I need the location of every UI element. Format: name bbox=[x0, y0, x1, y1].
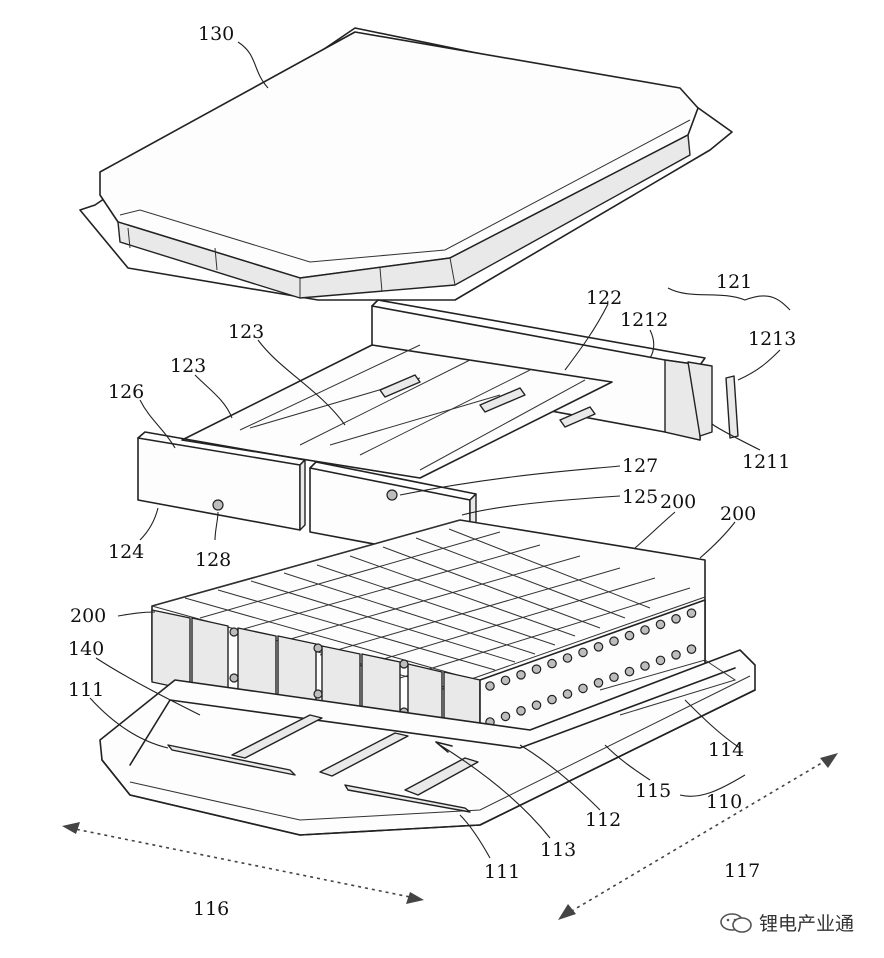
terminal-dot bbox=[399, 659, 409, 669]
terminal-dot bbox=[485, 681, 495, 691]
label-115: 115 bbox=[635, 780, 671, 802]
label-126: 126 bbox=[108, 381, 144, 403]
label-1213: 1213 bbox=[748, 328, 796, 350]
label-200-left: 200 bbox=[70, 605, 106, 627]
arrow-head-down bbox=[558, 904, 576, 920]
label-200-middle: 200 bbox=[660, 491, 696, 513]
label-125: 125 bbox=[622, 486, 658, 508]
terminal-dot bbox=[624, 630, 635, 641]
terminal-dot bbox=[593, 677, 604, 688]
direction-arrows bbox=[62, 753, 838, 920]
terminal-dot bbox=[547, 658, 557, 669]
terminal-dot bbox=[686, 644, 697, 654]
label-124: 124 bbox=[108, 541, 144, 563]
terminal-dot bbox=[531, 700, 542, 710]
wechat-icon bbox=[720, 912, 752, 933]
terminal-dot bbox=[686, 608, 697, 618]
terminal-dot bbox=[640, 625, 650, 635]
label-111-bottom: 111 bbox=[484, 861, 520, 883]
watermark-text: 锂电产业通 bbox=[758, 913, 854, 935]
terminal-dot bbox=[671, 649, 681, 660]
terminal-dot bbox=[229, 673, 239, 683]
terminal-dot bbox=[640, 661, 650, 671]
reference-labels: 130 121 122 1212 1213 123 123 126 127 12… bbox=[68, 23, 796, 920]
label-121: 121 bbox=[716, 271, 752, 293]
label-123-upper: 123 bbox=[228, 321, 264, 343]
terminal-dot bbox=[500, 675, 511, 686]
terminal-dot bbox=[229, 627, 239, 637]
terminal-dot bbox=[578, 647, 588, 658]
watermark: 锂电产业通 bbox=[719, 909, 854, 936]
label-200-right: 200 bbox=[720, 503, 756, 525]
terminal-dot bbox=[516, 669, 526, 680]
label-111-left: 111 bbox=[68, 679, 104, 701]
terminal-dot bbox=[671, 613, 681, 624]
arrow-head-right bbox=[406, 892, 424, 904]
terminal-dot bbox=[593, 641, 604, 652]
label-1212: 1212 bbox=[620, 309, 668, 331]
terminal-dot bbox=[531, 664, 542, 674]
terminal-dot bbox=[562, 653, 573, 663]
terminal-dot bbox=[655, 619, 666, 630]
tray-110 bbox=[99, 649, 756, 836]
terminal-dot bbox=[516, 705, 526, 716]
terminal-dot bbox=[547, 694, 557, 705]
label-128: 128 bbox=[195, 549, 231, 571]
terminal-dot bbox=[609, 672, 619, 682]
label-122: 122 bbox=[586, 287, 622, 309]
arrow-head-left bbox=[62, 822, 80, 834]
label-116: 116 bbox=[193, 898, 229, 920]
label-123-lower: 123 bbox=[170, 355, 206, 377]
label-1211: 1211 bbox=[742, 451, 790, 473]
label-114: 114 bbox=[708, 739, 744, 761]
terminal-dot bbox=[562, 689, 573, 699]
terminal-dot bbox=[500, 711, 511, 722]
terminal-dot bbox=[609, 636, 619, 646]
terminal-dot bbox=[313, 689, 323, 699]
terminal-dot bbox=[313, 643, 323, 653]
label-117: 117 bbox=[724, 860, 760, 882]
label-130: 130 bbox=[198, 23, 234, 45]
arrow-head-up bbox=[820, 753, 838, 768]
terminal-dot bbox=[655, 655, 666, 666]
label-127: 127 bbox=[622, 455, 658, 477]
cell-terminals bbox=[229, 608, 697, 727]
label-140: 140 bbox=[68, 638, 104, 660]
label-112: 112 bbox=[585, 809, 621, 831]
label-113: 113 bbox=[540, 839, 576, 861]
terminal-dot bbox=[578, 683, 588, 694]
cover-130 bbox=[79, 27, 733, 301]
label-110: 110 bbox=[706, 791, 742, 813]
leader-lines bbox=[89, 41, 791, 859]
terminal-dot bbox=[624, 666, 635, 677]
